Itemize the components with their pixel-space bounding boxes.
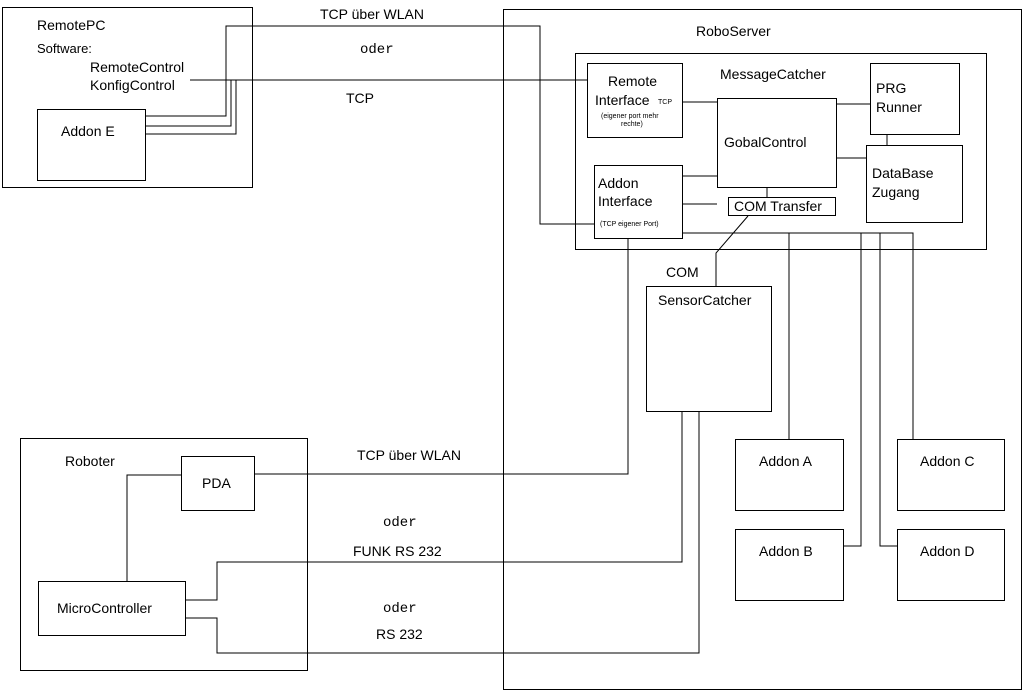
wire-rs232: [185, 411, 700, 654]
link-oder-top: oder: [360, 42, 394, 58]
sensor-catcher-label: SensorCatcher: [658, 292, 752, 308]
database-line1: DataBase: [872, 165, 934, 181]
remote-interface-line2: Interface: [595, 92, 650, 108]
remote-interface-note2: rechte): [621, 121, 643, 128]
pda-box: [181, 456, 255, 511]
addon-d-label: Addon D: [920, 543, 974, 559]
addon-b-box: [735, 529, 844, 601]
addon-interface-box: [594, 165, 683, 239]
addon-d-box: [897, 529, 1005, 601]
roboserver-title: RoboServer: [696, 23, 771, 39]
addon-interface-line1: Addon: [598, 175, 638, 191]
microcontroller-box: [38, 581, 186, 636]
roboter-title: Roboter: [65, 453, 115, 469]
prg-runner-box: [870, 63, 960, 135]
app-remotecontrol: RemoteControl: [90, 59, 184, 75]
com-label: COM: [666, 264, 699, 280]
gobal-control-label: GobalControl: [724, 134, 807, 150]
app-konfigcontrol: KonfigControl: [90, 77, 175, 93]
gobal-control-box: [717, 98, 837, 188]
wire-com-transfer: [715, 215, 749, 286]
addon-interface-line2: Interface: [598, 193, 653, 209]
database-line2: Zugang: [872, 184, 919, 200]
addon-c-box: [897, 439, 1005, 511]
wire-addon-e-1: [146, 80, 232, 127]
com-transfer-label: COM Transfer: [734, 198, 822, 214]
wire-tcp-wlan-top: [146, 25, 594, 225]
addon-e-label: Addon E: [61, 123, 115, 139]
addon-a-box: [735, 439, 844, 511]
remotepc-title: RemotePC: [37, 17, 105, 33]
microcontroller-label: MicroController: [57, 600, 152, 616]
software-label: Software:: [37, 41, 92, 56]
wire-addon-e-2: [146, 80, 237, 135]
addon-e-box: [37, 109, 146, 181]
addon-b-label: Addon B: [759, 543, 813, 559]
link-tcp-wlan-bottom: TCP über WLAN: [357, 447, 461, 463]
addon-interface-note: (TCP eigener Port): [600, 221, 659, 228]
remote-interface-box: [587, 63, 683, 138]
link-oder-2: oder: [383, 601, 417, 617]
link-rs232: RS 232: [376, 626, 423, 642]
com-transfer-box: [728, 197, 836, 216]
addon-a-label: Addon A: [759, 453, 813, 469]
database-box: [866, 145, 963, 223]
wire-pda-micro: [126, 474, 181, 581]
link-tcp: TCP: [346, 90, 374, 106]
link-funk: FUNK RS 232: [353, 543, 442, 559]
wire-funk-rs232: [185, 411, 683, 601]
wire-bus-addon-d: [879, 233, 897, 547]
wire-tcp-wlan-bottom: [254, 239, 629, 475]
remote-interface-note1: (eigener port mehr: [601, 113, 659, 120]
remote-interface-line1: Remote: [608, 73, 657, 89]
remote-interface-proto: TCP: [658, 99, 672, 106]
wire-bus-addon-c: [861, 232, 914, 439]
pda-label: PDA: [202, 475, 231, 491]
prg-runner-line2: Runner: [876, 99, 922, 115]
wire-bus-addon-b: [789, 232, 862, 547]
addon-c-label: Addon C: [920, 453, 974, 469]
sensor-catcher-box: [646, 286, 772, 412]
message-catcher-title: MessageCatcher: [720, 66, 826, 82]
link-oder-1: oder: [383, 515, 417, 531]
link-tcp-wlan-top: TCP über WLAN: [320, 6, 424, 22]
prg-runner-line1: PRG: [876, 80, 906, 96]
